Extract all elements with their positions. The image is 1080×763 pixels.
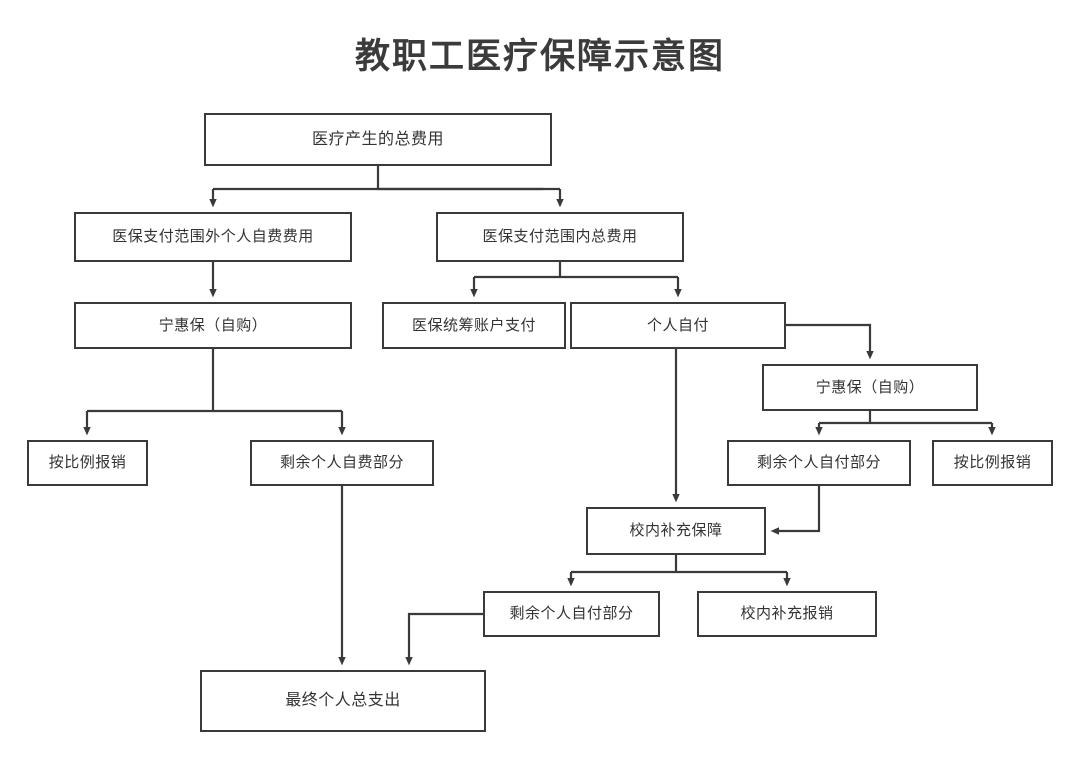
node-label: 剩余个人自付部分 xyxy=(509,605,634,622)
node-label: 最终个人总支出 xyxy=(285,692,401,710)
node-label: 按比例报销 xyxy=(48,454,127,471)
node-label: 按比例报销 xyxy=(953,454,1032,471)
node-label: 剩余个人自付部分 xyxy=(756,454,881,471)
edge-selfpay-to-ninghuibao-right xyxy=(786,323,874,360)
node-label: 校内补充报销 xyxy=(740,605,834,622)
node-label: 医疗产生的总费用 xyxy=(311,130,444,148)
node-label: 医保统筹账户支付 xyxy=(411,316,536,334)
edge-remaining-pay2-to-final xyxy=(405,612,483,666)
node-label: 宁惠保（自购） xyxy=(815,378,925,396)
node-remaining-self-pay-lower[interactable]: 剩余个人自付部分 xyxy=(483,591,660,637)
node-final-expense[interactable]: 最终个人总支出 xyxy=(200,670,486,732)
node-label: 校内补充保障 xyxy=(629,522,723,539)
node-campus-reimburse[interactable]: 校内补充报销 xyxy=(697,591,877,637)
node-proportional-reimburse-left[interactable]: 按比例报销 xyxy=(27,440,148,486)
node-ninghuibao-left[interactable]: 宁惠保（自购） xyxy=(74,302,352,349)
node-total-cost[interactable]: 医疗产生的总费用 xyxy=(204,113,552,166)
node-out-of-scope[interactable]: 医保支付范围外个人自费费用 xyxy=(74,212,352,262)
edge-remaining-pay1-to-campus xyxy=(770,486,821,535)
node-ninghuibao-right[interactable]: 宁惠保（自购） xyxy=(762,364,978,411)
node-remaining-self-pay-upper[interactable]: 剩余个人自付部分 xyxy=(727,440,911,486)
node-campus-supplement[interactable]: 校内补充保障 xyxy=(586,507,766,555)
node-proportional-reimburse-right[interactable]: 按比例报销 xyxy=(932,440,1053,486)
node-label: 剩余个人自费部分 xyxy=(279,454,404,471)
node-remaining-self-funded[interactable]: 剩余个人自费部分 xyxy=(250,440,434,486)
node-self-pay[interactable]: 个人自付 xyxy=(570,302,786,349)
node-label: 个人自付 xyxy=(646,316,709,334)
node-label: 医保支付范围外个人自费费用 xyxy=(112,228,314,245)
node-pooled-account[interactable]: 医保统筹账户支付 xyxy=(382,302,566,349)
page-title: 教职工医疗保障示意图 xyxy=(354,37,725,76)
node-in-scope[interactable]: 医保支付范围内总费用 xyxy=(436,212,684,262)
node-label: 宁惠保（自购） xyxy=(158,316,268,334)
node-label: 医保支付范围内总费用 xyxy=(482,228,638,245)
